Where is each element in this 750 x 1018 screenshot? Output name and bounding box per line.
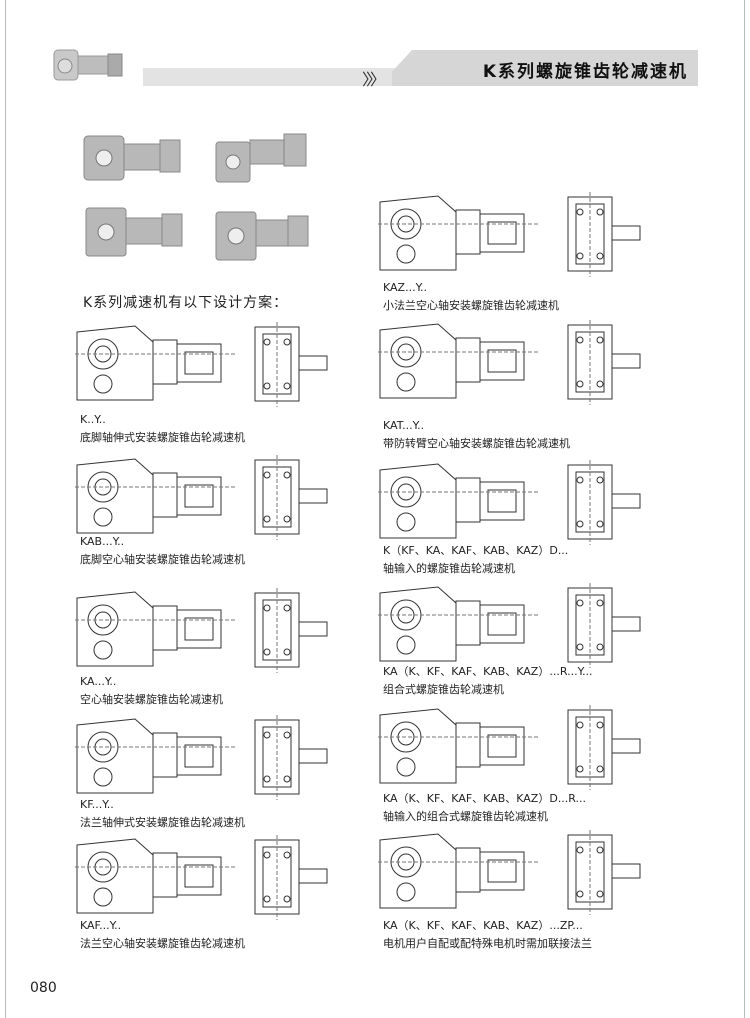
gearbox-drawing: [75, 588, 328, 673]
model-description: 带防转臂空心轴安装螺旋锥齿轮减速机: [383, 437, 570, 450]
model-description: 法兰空心轴安装螺旋锥齿轮减速机: [80, 937, 245, 950]
model-code: KAB...Y..: [80, 535, 125, 548]
model-description: 电机用户自配或配特殊电机时需加联接法兰: [383, 937, 592, 950]
model-code: KF...Y..: [80, 798, 114, 811]
gearbox-thumbnail: [53, 49, 123, 81]
model-description: 法兰轴伸式安装螺旋锥齿轮减速机: [80, 816, 245, 829]
model-description: 轴输入的组合式螺旋锥齿轮减速机: [383, 810, 548, 823]
gearbox-drawing: [378, 192, 641, 277]
model-description: 小法兰空心轴安装螺旋锥齿轮减速机: [383, 299, 559, 312]
model-code: K..Y..: [80, 413, 106, 426]
model-code: KAZ...Y..: [383, 281, 428, 294]
gearbox-drawing: [378, 460, 641, 545]
gearbox-drawing: [378, 583, 641, 668]
model-description: 轴输入的螺旋锥齿轮减速机: [383, 562, 515, 575]
model-description: 组合式螺旋锥齿轮减速机: [383, 683, 504, 696]
gearbox-drawing: [75, 835, 328, 920]
product-photos: [83, 133, 309, 261]
gearbox-drawing: [378, 830, 641, 915]
model-code: KAF...Y..: [80, 919, 122, 932]
gearbox-drawing: [378, 320, 641, 405]
model-code: KA...Y..: [80, 675, 117, 688]
model-description: 底脚轴伸式安装螺旋锥齿轮减速机: [80, 431, 245, 444]
chevron-icon: 〉〉〉: [362, 70, 386, 89]
gearbox-drawing: [75, 322, 328, 407]
model-code: KA（K、KF、KAF、KAB、KAZ）...R...Y...: [383, 665, 593, 678]
gearbox-drawing: [75, 455, 328, 540]
page-number: 080: [30, 980, 57, 996]
gearbox-drawing: [378, 705, 641, 790]
model-code: KA（K、KF、KAF、KAB、KAZ）D...R...: [383, 792, 587, 805]
header-tab: [392, 50, 698, 86]
page-frame: [5, 0, 745, 1018]
model-code: KAT...Y..: [383, 419, 425, 432]
model-description: 空心轴安装螺旋锥齿轮减速机: [80, 693, 223, 706]
gearbox-drawing: [75, 715, 328, 800]
page-title: K系列螺旋锥齿轮减速机: [482, 62, 688, 82]
model-description: 底脚空心轴安装螺旋锥齿轮减速机: [80, 553, 245, 566]
model-code: KA（K、KF、KAF、KAB、KAZ）...ZP...: [383, 919, 583, 932]
intro-text: K系列减速机有以下设计方案：: [83, 295, 289, 311]
model-code: K（KF、KA、KAF、KAB、KAZ）D...: [383, 544, 569, 557]
